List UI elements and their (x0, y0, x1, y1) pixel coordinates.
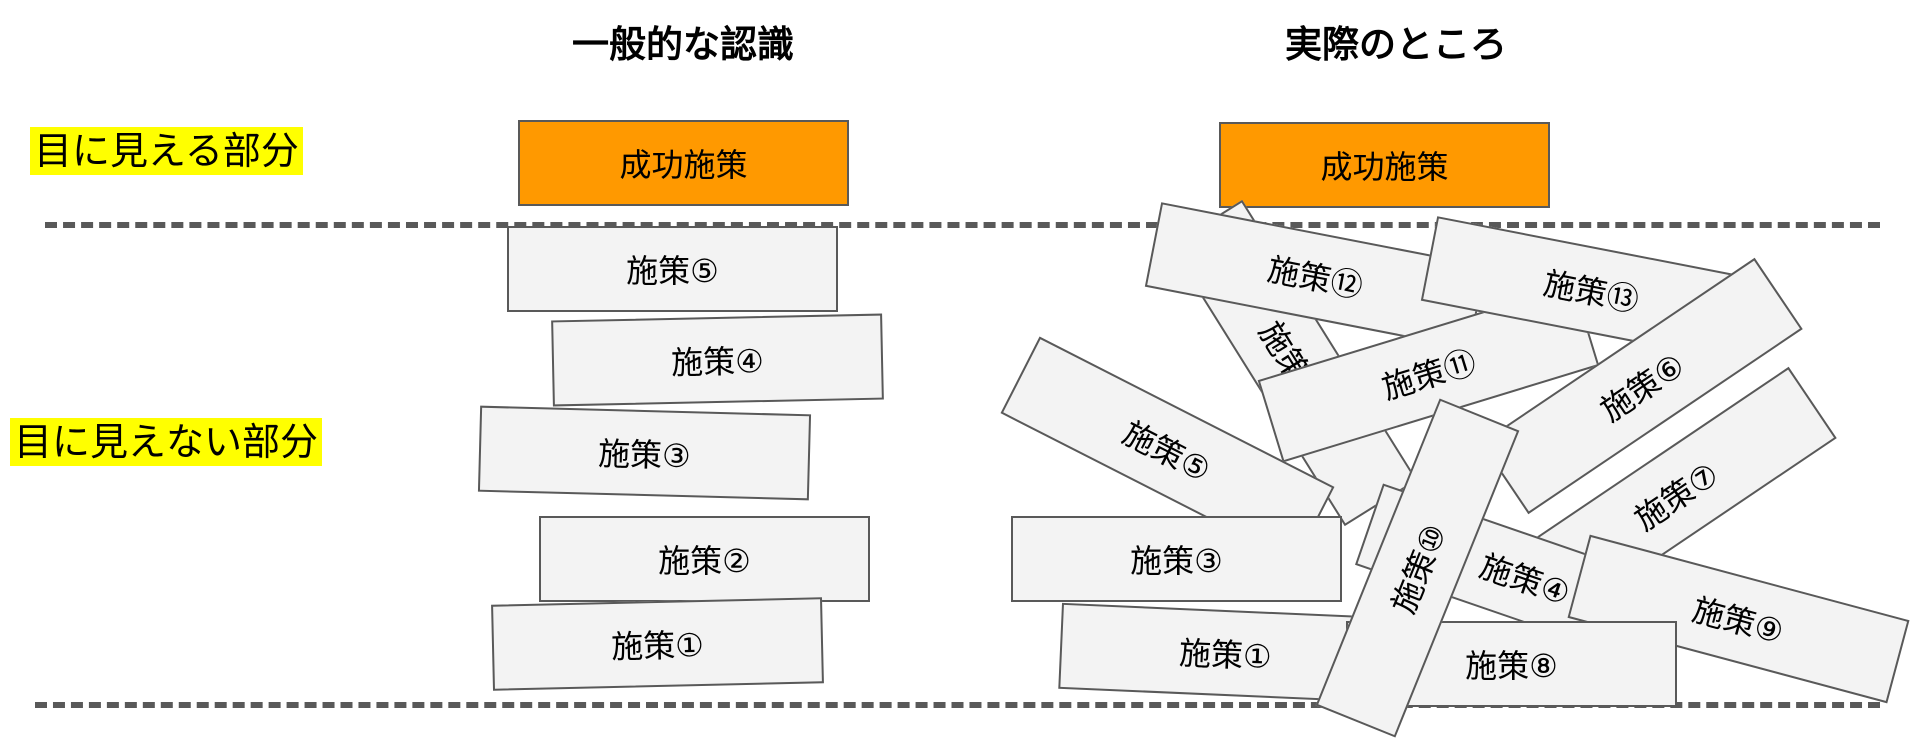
common-item-card: 施策③ (477, 405, 812, 501)
visibility-divider (45, 222, 1880, 228)
common-item-card: 施策⑤ (507, 226, 838, 312)
actual-item-card: 施策③ (1011, 516, 1342, 602)
actual-view-heading: 実際のところ (1285, 23, 1507, 66)
invisible-zone-label: 目に見えない部分 (10, 418, 323, 466)
visible-zone-label: 目に見える部分 (30, 127, 303, 175)
bottom-divider (35, 702, 1880, 708)
common-item-card: 施策① (491, 597, 824, 691)
common-view-heading: 一般的な認識 (572, 23, 794, 66)
common-item-card: 施策④ (551, 313, 884, 407)
common-item-card: 施策② (539, 516, 870, 602)
actual-success-card: 成功施策 (1219, 122, 1550, 208)
common-success-card: 成功施策 (518, 120, 849, 206)
